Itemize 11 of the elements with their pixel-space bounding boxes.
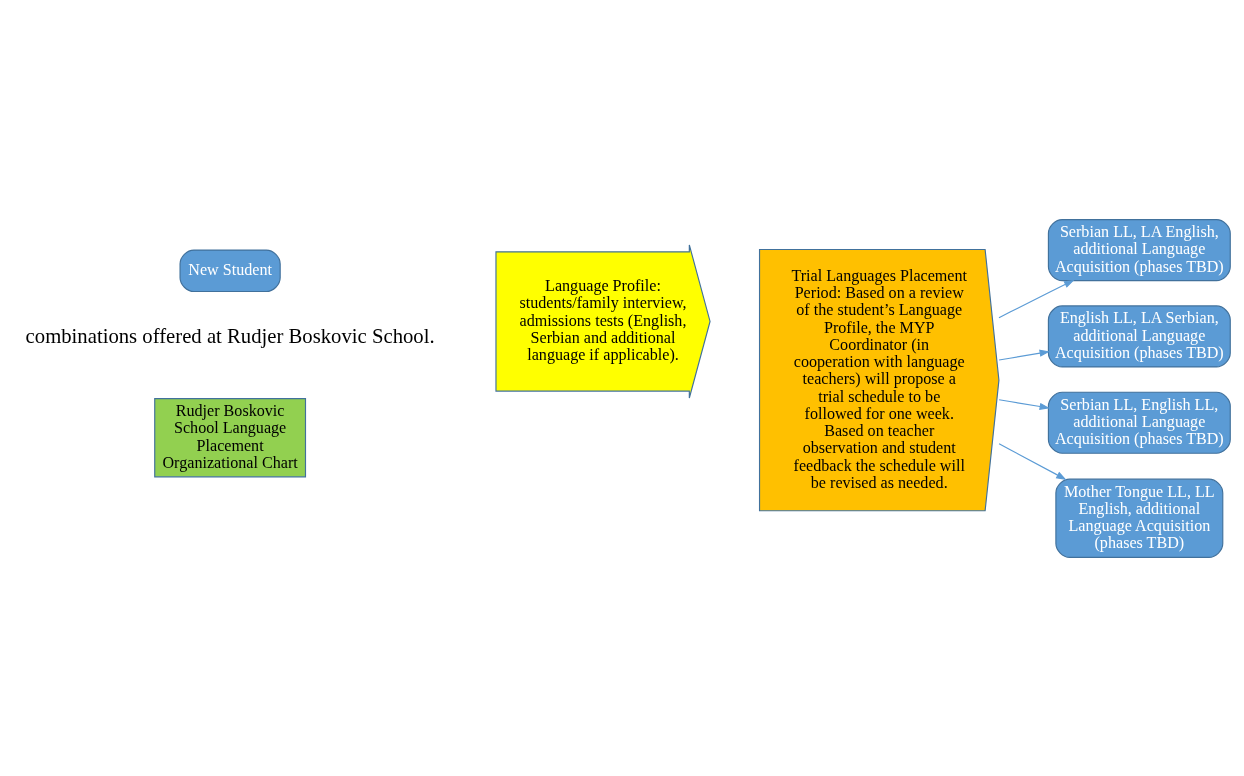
node-box: Rudjer Boskovic School Language Placement Organizational Chart <box>154 397 307 477</box>
node-box: Serbian LL, English LL, additional Language Acquisition (phases TBD) <box>1047 391 1231 454</box>
arrow <box>998 442 1067 480</box>
node-box: Serbian LL, LA English, additional Language Acquisition (phases TBD) <box>1047 218 1231 281</box>
arrow <box>998 349 1050 361</box>
label: combinations offered at Rudjer Boskovic School. <box>25 324 435 347</box>
node-box: English LL, LA Serbian, additional Language Acquisition (phases TBD) <box>1047 304 1231 367</box>
arrow <box>998 398 1050 410</box>
node-box: Mother Tongue LL, LL English, additional Language Acquisition (phases TBD) <box>1055 478 1224 558</box>
node-box: New Student <box>179 249 281 292</box>
arrow <box>998 279 1075 318</box>
